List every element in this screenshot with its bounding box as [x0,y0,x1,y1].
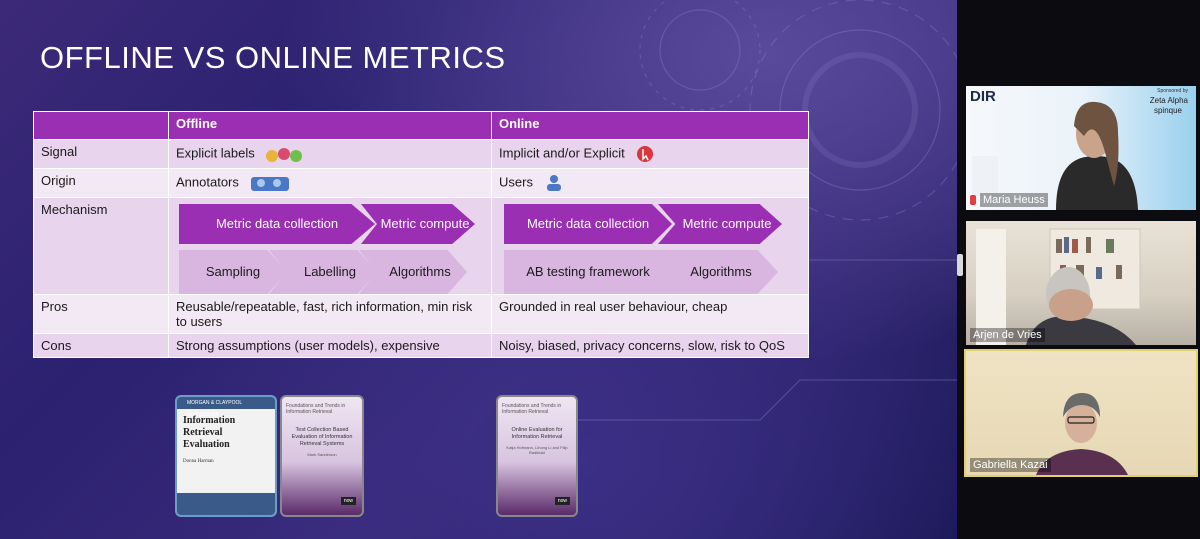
sponsor-zeta-alpha: Zeta Alpha [1149,96,1188,105]
cell-text: Explicit labels [176,145,255,161]
book-title: Test Collection Based Evaluation of Info… [291,427,353,447]
table-row-mechanism: Mechanism Metric data collection Metric … [33,197,809,295]
video-tile-gabriella-kazai[interactable]: Gabriella Kazai [964,349,1198,477]
online-cell: Implicit and/or Explicit [491,139,809,169]
annotators-icon [250,177,289,191]
offline-step-algorithms: Algorithms [359,250,467,294]
table-row-pros: Pros Reusable/repeatable, fast, rich inf… [33,294,809,334]
header-offline: Offline [168,111,492,140]
book-cover-ir-evaluation: MORGAN & CLAYPOOL PUBLISHERS Information… [175,395,277,517]
book-author: Katja Hofmann, Lihong Li and Filip Radli… [506,445,568,455]
online-step-algorithms: Algorithms [650,250,778,294]
book-series: Foundations and Trends in Information Re… [286,403,346,415]
sponsor-label: Sponsored by [1157,88,1188,94]
university-logos [972,156,998,196]
click-icon [637,146,654,162]
online-step-metric-compute: Metric compute [658,204,782,244]
video-tile-arjen-de-vries[interactable]: Arjen de Vries [966,221,1196,345]
header-empty [33,111,169,140]
labels-icon [266,148,303,162]
book-publisher: MORGAN & CLAYPOOL PUBLISHERS [177,397,275,418]
panel-resize-handle[interactable] [957,254,963,276]
book-publisher: now [340,497,356,505]
table-row-origin: Origin Annotators Users [33,168,809,198]
offline-step-sampling: Sampling [179,250,287,294]
cell-text: Implicit and/or Explicit [499,145,625,161]
book-author: Mark Sanderson [307,452,337,457]
participant-name: Gabriella Kazai [970,458,1051,472]
offline-cell: Strong assumptions (user models), expens… [168,333,492,358]
offline-mechanism-diagram: Metric data collection Metric compute Sa… [168,197,492,295]
row-label: Origin [33,168,169,198]
header-online: Online [491,111,809,140]
online-step-ab-testing: AB testing framework [504,250,672,294]
row-label: Pros [33,294,169,334]
online-cell: Noisy, biased, privacy concerns, slow, r… [491,333,809,358]
video-tile-maria-heuss[interactable]: DIR Sponsored by Zeta Alpha spinque Mari… [966,86,1196,210]
participant-name: Maria Heuss [980,193,1048,207]
room-background [976,228,1141,345]
offline-cell: Reusable/repeatable, fast, rich informat… [168,294,492,334]
offline-step-metric-data-collection: Metric data collection [179,204,375,244]
online-cell: Grounded in real user behaviour, cheap [491,294,809,334]
person-silhouette [1036,393,1128,475]
row-label: Mechanism [33,197,169,295]
table-row-signal: Signal Explicit labels Implicit and/or E… [33,139,809,169]
online-step-metric-data-collection: Metric data collection [504,204,672,244]
book-author: Donna Harman [183,459,214,464]
book-title: Online Evaluation for Information Retrie… [511,427,563,440]
table-header-row: Offline Online [33,111,809,140]
participant-name: Arjen de Vries [970,328,1045,342]
online-mechanism-diagram: Metric data collection Metric compute AB… [491,197,809,295]
offline-step-labelling: Labelling [269,250,377,294]
table-row-cons: Cons Strong assumptions (user models), e… [33,333,809,358]
cell-text: Users [499,174,533,190]
slide-title: OFFLINE VS ONLINE METRICS [40,40,506,75]
person-silhouette [1056,101,1138,210]
user-icon [546,175,561,191]
offline-step-metric-compute: Metric compute [361,204,475,244]
presentation-slide: OFFLINE VS ONLINE METRICS Offline Online… [0,0,957,539]
offline-cell: Explicit labels [168,139,492,169]
comparison-table: Offline Online Signal Explicit labels Im… [33,111,809,358]
offline-cell: Annotators [168,168,492,198]
book-cover-test-collection: Foundations and Trends in Information Re… [280,395,364,517]
row-label: Cons [33,333,169,358]
book-title: Information Retrieval Evaluation [183,415,236,450]
book-series: Foundations and Trends in Information Re… [502,403,562,415]
dir-logo: DIR [970,88,996,105]
muted-mic-icon [970,195,976,205]
book-cover-online-evaluation: Foundations and Trends in Information Re… [496,395,578,517]
row-label: Signal [33,139,169,169]
cell-text: Annotators [176,174,239,190]
book-publisher: now [554,497,570,505]
sponsor-spinque: spinque [1153,106,1182,115]
online-cell: Users [491,168,809,198]
